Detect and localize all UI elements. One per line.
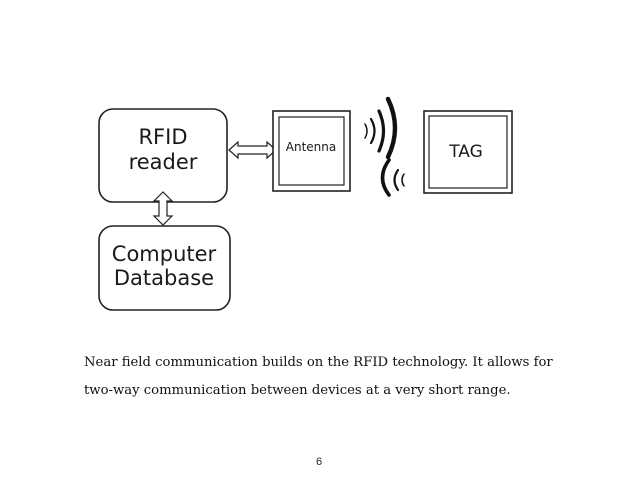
body-text-line-1: Near field communication builds on the R… [84, 355, 553, 370]
rfid-reader-node: RFID reader [98, 108, 228, 203]
computer-database-node: Computer Database [98, 225, 231, 311]
reader-antenna-arrow [228, 140, 277, 160]
body-paragraph: Near field communication builds on the R… [84, 349, 604, 405]
tag-node: TAG [423, 110, 513, 194]
antenna-node: Antenna [272, 110, 351, 192]
page-number: 6 [315, 456, 323, 468]
reader-database-arrow [152, 191, 174, 226]
rfid-diagram: RFID reader Computer Database Antenna [98, 96, 513, 311]
antenna-label: Antenna [286, 140, 336, 154]
outgoing-waves-icon [364, 96, 398, 160]
tag-label: TAG [448, 142, 483, 162]
incoming-waves-icon [380, 158, 405, 197]
body-text-line-2: two-way communication between devices at… [84, 383, 511, 398]
rfid-reader-label-line1: RFID [138, 125, 187, 149]
rfid-reader-label-line2: reader [129, 150, 198, 174]
computer-database-label-line2: Database [114, 266, 214, 290]
computer-database-label-line1: Computer [112, 242, 217, 266]
